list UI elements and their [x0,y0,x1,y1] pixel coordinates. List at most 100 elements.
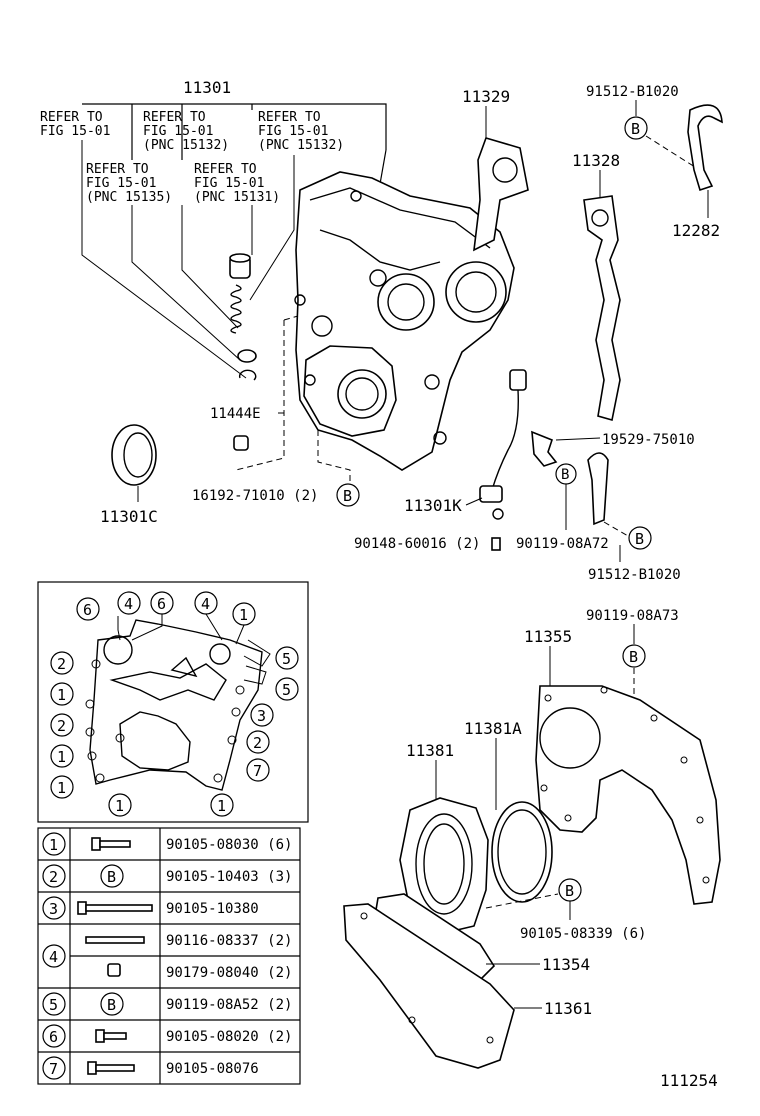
table-part-4b: 90179-08040 (2) [166,965,292,981]
bolt-location-box [37,581,309,823]
svg-text:6: 6 [83,601,92,619]
part-number-11355: 11355 [524,627,572,646]
table-part-7: 90105-08076 [166,1061,259,1077]
table-part-1: 90105-08030 (6) [166,837,292,853]
part-number-16192: 16192-71010 (2) [192,488,318,504]
svg-text:3: 3 [257,707,266,725]
svg-text:REFER TO: REFER TO [258,110,321,125]
refer-note-5: REFER TO FIG 15-01 (PNC 15131) [194,162,280,205]
svg-text:1: 1 [57,686,66,704]
flange-bolt-icon [95,1029,127,1043]
refer-note-1: REFER TO FIG 15-01 [40,110,110,139]
svg-text:B: B [629,648,638,666]
retainer-11381 [399,797,489,935]
svg-text:FIG 15-01: FIG 15-01 [86,176,156,191]
svg-text:1: 1 [57,748,66,766]
stud-icon [85,936,145,944]
bolt-key-right: 5 5 3 2 7 [246,646,299,782]
part-number-11328: 11328 [572,151,620,170]
svg-text:1: 1 [239,606,248,624]
svg-text:B: B [635,530,644,548]
svg-text:6: 6 [49,1028,58,1046]
svg-text:FIG 15-01: FIG 15-01 [194,176,264,191]
callout-b-mid: B [555,463,577,485]
svg-text:B: B [631,120,640,138]
nut-icon [107,963,121,977]
svg-text:5: 5 [282,650,291,668]
bolt-key-top: 6 4 6 4 1 [76,591,256,645]
part-number-11301C: 11301C [100,507,158,526]
callout-b-top: B [624,116,648,140]
svg-text:1: 1 [57,779,66,797]
callout-b-right: B [628,526,652,550]
svg-text:4: 4 [124,595,133,613]
gasket-11381A [491,801,553,903]
svg-text:1: 1 [49,836,58,854]
part-number-11329: 11329 [462,87,510,106]
svg-text:1: 1 [217,797,226,815]
svg-text:FIG 15-01: FIG 15-01 [258,124,328,139]
refer-note-3: REFER TO FIG 15-01 (PNC 15132) [258,110,344,153]
svg-text:B: B [565,882,574,900]
svg-text:7: 7 [49,1060,58,1078]
svg-text:2: 2 [253,734,262,752]
table-part-3: 90105-10380 [166,901,259,917]
long-bolt-icon [77,901,153,915]
svg-text:FIG 15-01: FIG 15-01 [40,124,110,139]
svg-text:(PNC 15131): (PNC 15131) [194,190,280,205]
svg-text:REFER TO: REFER TO [143,110,206,125]
table-part-2: 90105-10403 (3) [166,869,292,885]
part-number-91512-bottom: 91512-B1020 [588,567,681,583]
svg-text:(PNC 15132): (PNC 15132) [143,138,229,153]
svg-text:(PNC 15135): (PNC 15135) [86,190,172,205]
svg-text:5: 5 [282,681,291,699]
svg-text:1: 1 [115,797,124,815]
part-number-90148: 90148-60016 (2) [354,536,480,552]
bracket-19529 [531,430,558,467]
figure-number: 111254 [660,1071,718,1090]
bolt-key-bottom: 1 1 [108,793,234,817]
svg-text:B: B [107,868,116,886]
svg-text:B: B [107,996,116,1014]
part-number-11381: 11381 [406,741,454,760]
part-number-11361: 11361 [544,999,592,1018]
part-number-12282: 12282 [672,221,720,240]
part-number-11354: 11354 [542,955,590,974]
callout-b-table-2: B [100,864,124,888]
callout-b-16192: B [336,483,360,507]
svg-text:REFER TO: REFER TO [86,162,149,177]
part-number-11381A: 11381A [464,719,522,738]
plate-11361 [343,903,515,1069]
callout-b-08339: B [558,878,582,902]
refer-note-4: REFER TO FIG 15-01 (PNC 15135) [86,162,172,205]
bolt-location-outline [85,619,271,791]
svg-text:B: B [561,467,569,483]
table-part-4a: 90116-08337 (2) [166,933,292,949]
part-number-11301K: 11301K [404,496,462,515]
bolt-90148 [491,537,501,551]
callout-b-a73: B [622,644,646,668]
part-number-19529: 19529-75010 [602,432,695,448]
end-plate-11355 [535,685,721,905]
svg-text:REFER TO: REFER TO [40,110,103,125]
oil-seal-11301C [111,424,157,486]
bracket-12282 [687,104,723,192]
svg-text:FIG 15-01: FIG 15-01 [143,124,213,139]
part-number-11444E: 11444E [210,406,261,422]
svg-text:4: 4 [201,595,210,613]
part-number-90119-a72: 90119-08A72 [516,536,609,552]
part-number-90105-08339: 90105-08339 (6) [520,926,646,942]
svg-text:B: B [343,487,352,505]
timing-cover-body [294,171,515,471]
dowel-11444E [233,435,249,451]
bolt-icon-7 [87,1061,135,1075]
svg-text:2: 2 [49,868,58,886]
gasket-11329 [473,137,529,252]
bolt-icon [91,837,131,851]
table-part-6: 90105-08020 (2) [166,1029,292,1045]
svg-text:4: 4 [49,948,58,966]
svg-text:3: 3 [49,900,58,918]
refer-note-2: REFER TO FIG 15-01 (PNC 15132) [143,110,229,153]
table-part-5: 90119-08A52 (2) [166,997,292,1013]
